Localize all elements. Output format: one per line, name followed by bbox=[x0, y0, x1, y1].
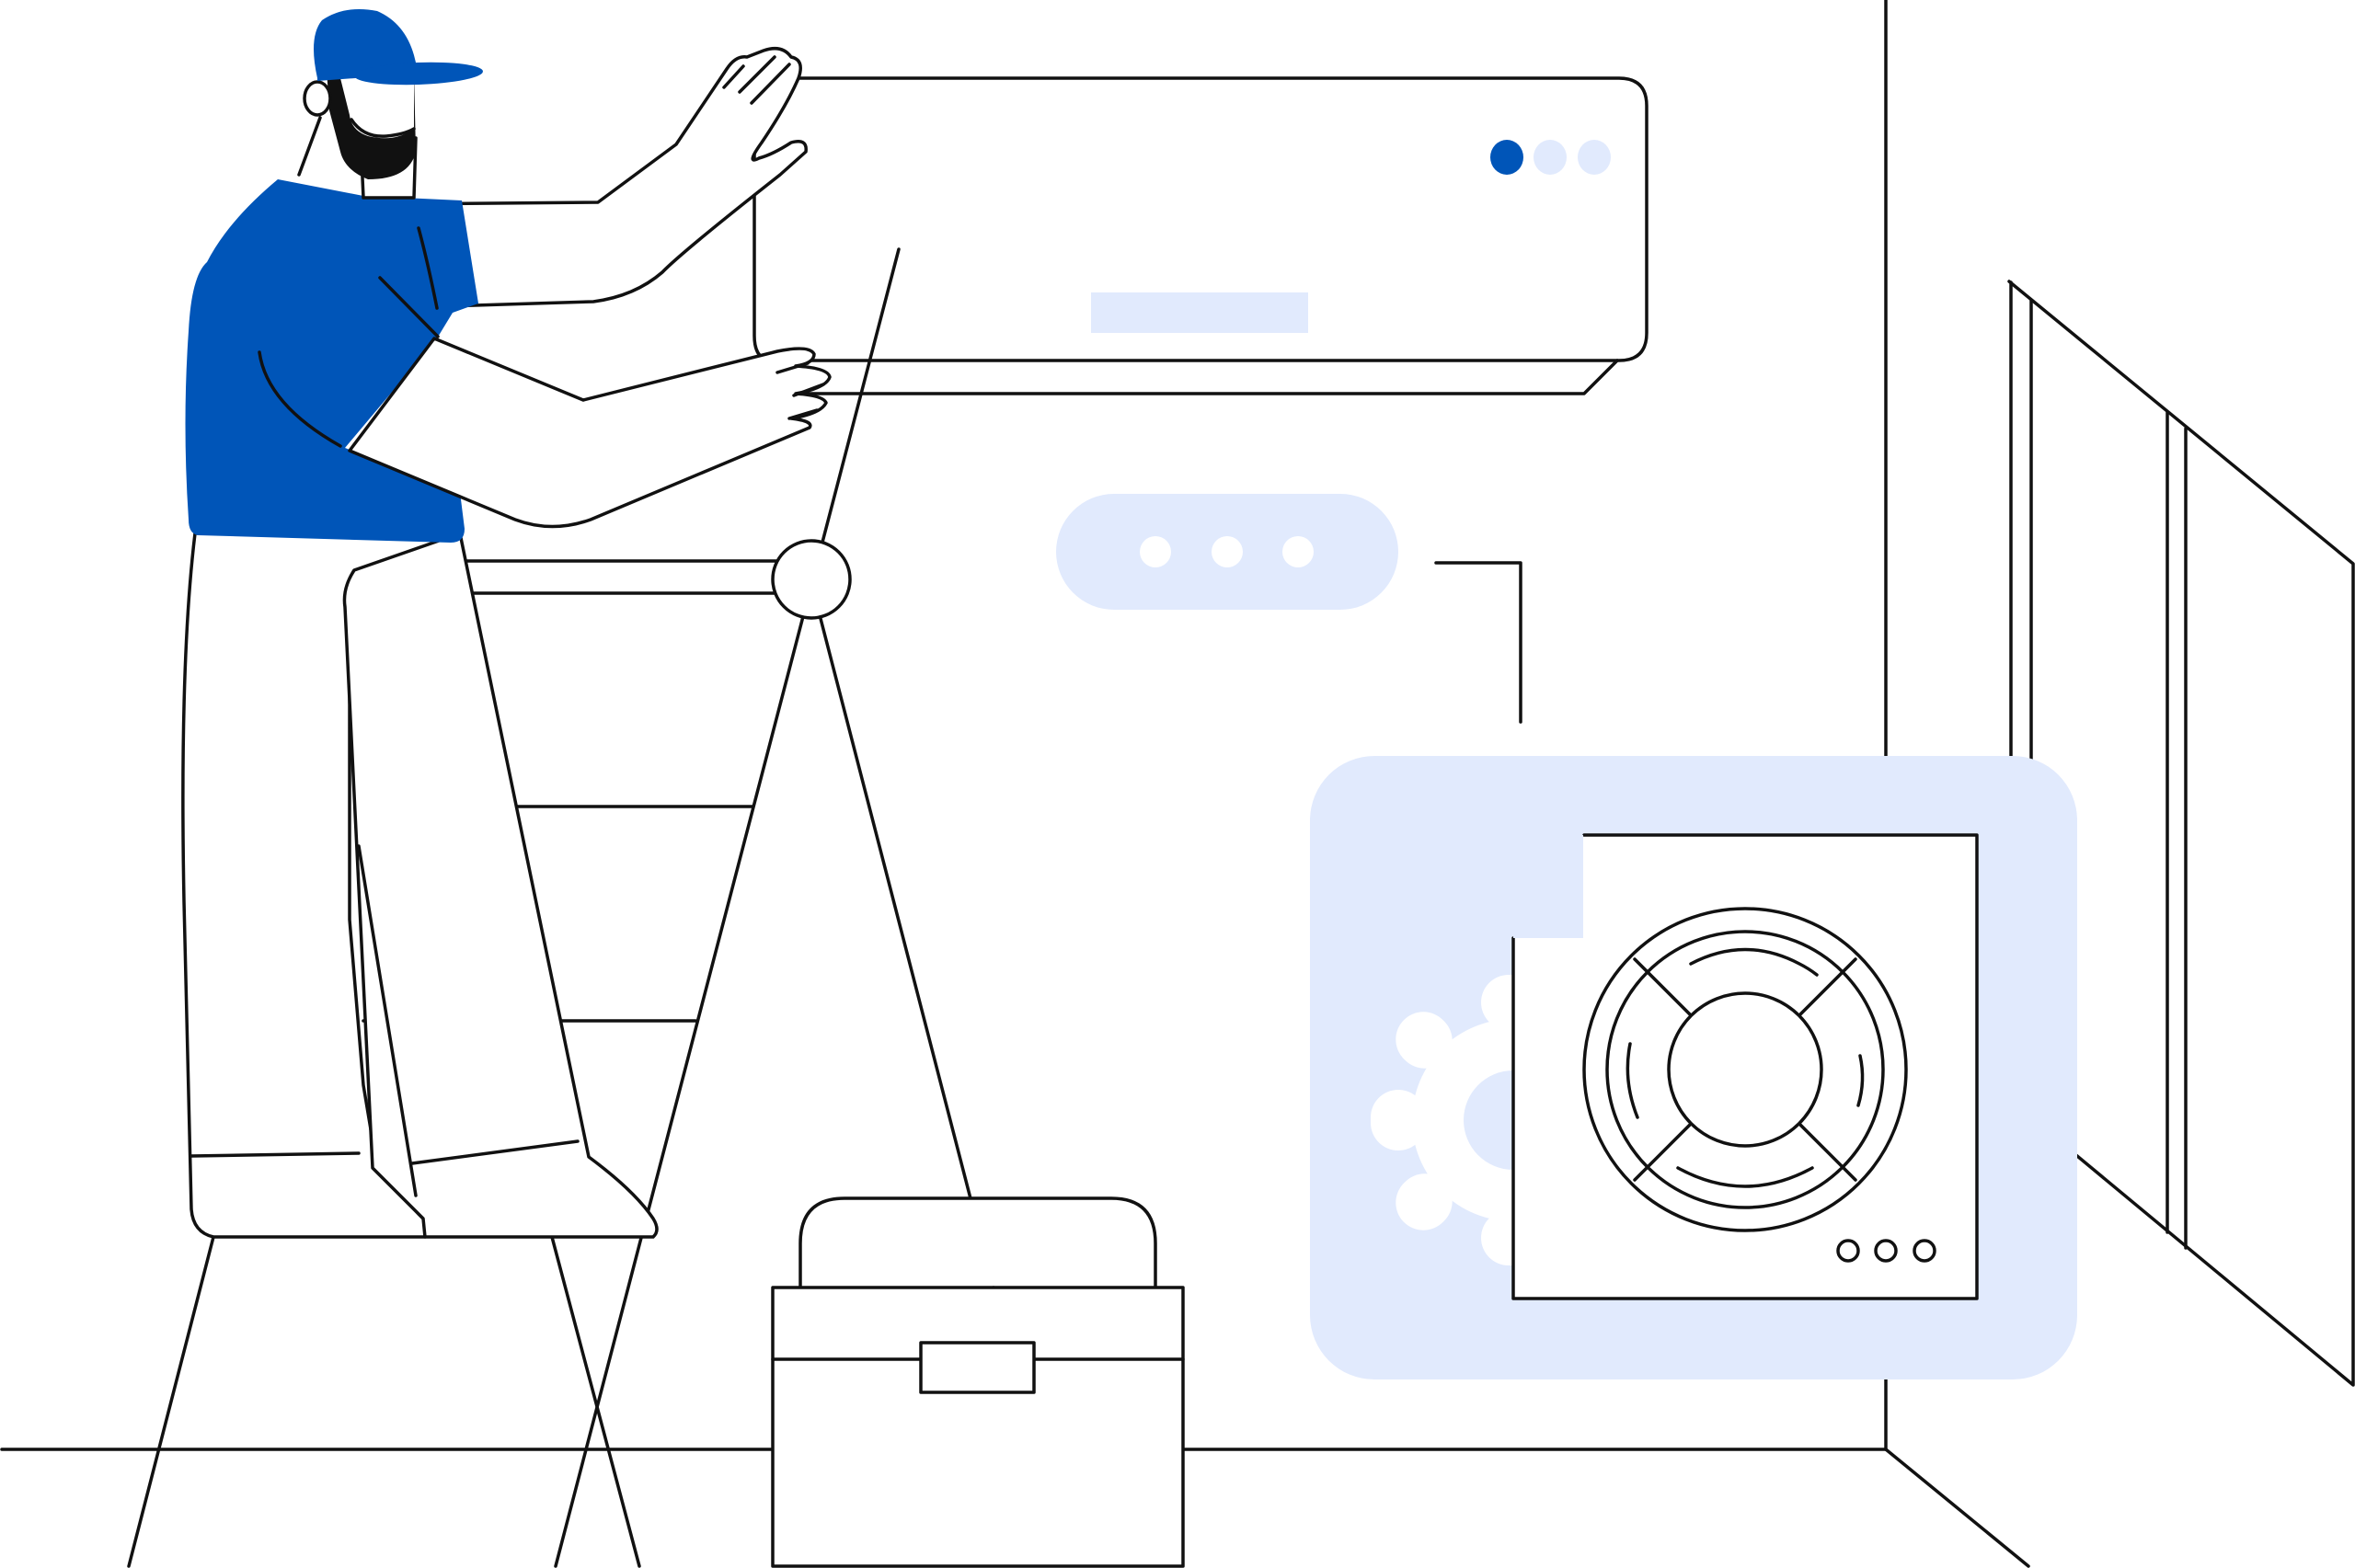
shirt-fold bbox=[258, 350, 342, 448]
toolbox-body bbox=[771, 1286, 1185, 1568]
outdoor-unit-button bbox=[1913, 1239, 1936, 1263]
air-conditioner-unit bbox=[752, 76, 1648, 395]
outdoor-unit-button bbox=[1874, 1239, 1898, 1263]
technician-shirt bbox=[185, 179, 478, 543]
outdoor-unit-outline bbox=[1511, 833, 1979, 1300]
technician-lower-arm bbox=[348, 337, 832, 529]
ladder-left-leg bbox=[127, 1235, 215, 1568]
outdoor-unit-notch bbox=[1513, 835, 1583, 938]
indicator-light bbox=[1490, 140, 1523, 175]
ladder-hinge bbox=[771, 539, 852, 620]
ladder-front-rail bbox=[554, 247, 901, 1568]
open-door bbox=[2007, 280, 2355, 1387]
door-panel bbox=[2007, 280, 2355, 1387]
step-ladder bbox=[127, 247, 995, 1568]
technician-fingers bbox=[775, 361, 825, 420]
cap-crown-icon bbox=[314, 8, 419, 81]
shirt-fold bbox=[417, 226, 439, 310]
outdoor-unit-card bbox=[1310, 756, 2077, 1379]
technician-ear bbox=[303, 80, 332, 117]
remote-control bbox=[1056, 494, 1522, 724]
connector-line bbox=[1434, 561, 1522, 724]
toolbox-latch bbox=[919, 1341, 1036, 1394]
indicator-light bbox=[1578, 140, 1611, 175]
trouser-hem bbox=[410, 1139, 580, 1165]
technician-upper-arm bbox=[385, 46, 808, 310]
technician-mouth bbox=[350, 118, 416, 138]
ac-unit-body bbox=[752, 76, 1648, 362]
technician-face bbox=[340, 74, 414, 139]
technician-left-leg bbox=[181, 532, 462, 1239]
technician-right-leg bbox=[342, 532, 659, 1239]
technician-fingers bbox=[722, 55, 791, 105]
trouser-seam bbox=[357, 844, 418, 1197]
technician-back-line bbox=[297, 116, 322, 177]
remote-button bbox=[1140, 536, 1171, 567]
remote-button bbox=[1282, 536, 1314, 567]
indicator-light bbox=[1534, 140, 1567, 175]
fan-icon bbox=[1582, 907, 1908, 1232]
ac-unit-vent bbox=[778, 359, 1619, 395]
trouser-hem bbox=[190, 1151, 361, 1158]
toolbox-handle bbox=[798, 1196, 1157, 1289]
outdoor-unit-button bbox=[1836, 1239, 1860, 1263]
floor-corner-line bbox=[1884, 1448, 2030, 1568]
remote-button bbox=[1212, 536, 1243, 567]
technician bbox=[181, 8, 832, 1239]
ladder-back-rail bbox=[809, 578, 995, 1289]
ladder-left-leg bbox=[550, 1235, 641, 1568]
shirt-fold bbox=[378, 276, 440, 338]
ac-indicator-dots bbox=[1490, 140, 1611, 175]
toolbox bbox=[771, 1196, 1185, 1568]
cap-brim-icon bbox=[354, 62, 483, 86]
ac-display-panel bbox=[1091, 292, 1308, 333]
